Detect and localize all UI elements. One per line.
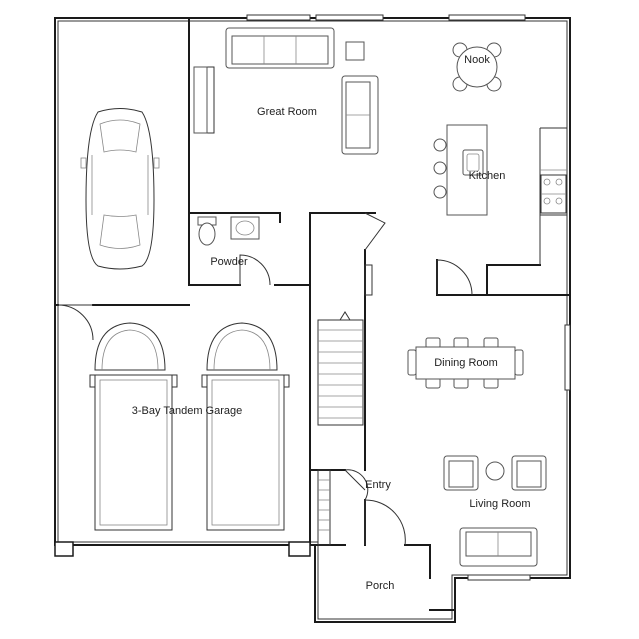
exterior-walls bbox=[54, 17, 571, 623]
windows bbox=[206, 14, 571, 581]
living-room-label: Living Room bbox=[469, 498, 530, 510]
stairs bbox=[317, 264, 373, 546]
nook-table bbox=[452, 42, 502, 92]
kitchen-label: Kitchen bbox=[469, 170, 506, 182]
room-labels: Great Room Nook Kitchen Powder Dining Ro… bbox=[132, 54, 531, 592]
powder-label: Powder bbox=[210, 256, 248, 268]
kitchen-fixtures bbox=[433, 124, 567, 265]
garage-bay-left bbox=[89, 322, 178, 531]
entry-label: Entry bbox=[365, 479, 391, 491]
dining-table bbox=[407, 337, 524, 389]
porch-label: Porch bbox=[366, 580, 395, 592]
doors bbox=[57, 212, 473, 546]
great-room-furniture bbox=[193, 27, 379, 155]
dining-room-label: Dining Room bbox=[434, 357, 498, 369]
powder-fixtures bbox=[197, 216, 260, 246]
garage-label: 3-Bay Tandem Garage bbox=[132, 405, 242, 417]
car-top bbox=[80, 108, 160, 270]
great-room-label: Great Room bbox=[257, 106, 317, 118]
living-room-furniture bbox=[443, 455, 547, 567]
nook-label: Nook bbox=[464, 54, 490, 66]
garage-bay-right bbox=[201, 322, 290, 531]
